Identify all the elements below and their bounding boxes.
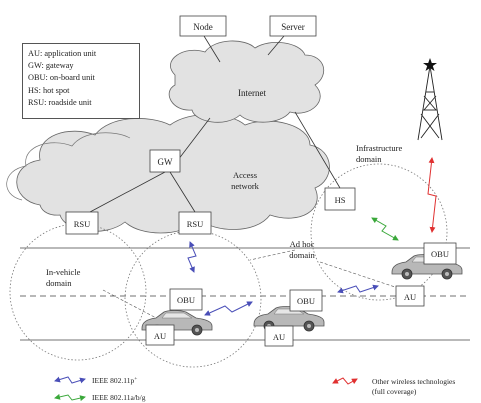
svg-text:Server: Server [281,22,305,32]
rsu-right-box: RSU [178,211,212,235]
abbreviation-au: AU: application unit [28,49,97,58]
legend-ieee80211abg: IEEE 802.11a/b/g [54,393,146,402]
invehicle-domain-label-line2: domain [46,278,72,288]
infrastructure-domain-label-line1: Infrastructure [356,143,402,153]
invehicle-domain-label-line1: In-vehicle [46,267,81,277]
adhoc-domain-label-line2: domain [289,250,315,260]
hotspot-box: HS [324,187,356,211]
obu-right-box: OBU [423,242,457,265]
abbreviation-obu: OBU: on-board unit [28,73,95,83]
internet-cloud [168,40,325,123]
network-links [89,35,341,213]
abbreviation-hs: HS: hot spot [28,85,70,95]
svg-text:AU: AU [273,332,285,342]
adhoc-domain-label-line1: Ad hoc [290,239,315,249]
access-network-cloud [6,114,330,234]
svg-text:RSU: RSU [74,219,91,229]
abbreviation-gw: GW: gateway [28,61,74,71]
au-middle-box: AU [264,325,294,347]
obu-middle-box: OBU [289,289,323,312]
svg-text:Other wireless technologies: Other wireless technologies [372,377,455,386]
access-network-label-line2: network [231,181,260,191]
legend-ieee80211p: IEEE 802.11p+ [54,376,137,385]
au-right-box: AU [395,285,425,307]
svg-text:HS: HS [335,195,346,205]
domain-leader-lines [102,249,396,321]
svg-text:(full coverage): (full coverage) [372,387,417,396]
svg-text:GW: GW [158,157,173,167]
internet-label: Internet [238,88,266,98]
server-box: Server [269,15,317,37]
ieee80211p-link-vehicle-vehicle [204,301,253,316]
access-network-label-line1: Access [233,170,257,180]
other-wireless-link-tower [427,157,437,233]
svg-text:OBU: OBU [431,249,449,259]
ieee80211abg-link-hotspot [371,217,399,241]
svg-text:Node: Node [193,22,213,32]
rsu-left-box: RSU [65,211,99,235]
infrastructure-domain-circle [310,163,448,301]
gateway-box: GW [149,149,181,173]
svg-text:IEEE 802.11p+: IEEE 802.11p+ [92,376,137,385]
svg-text:OBU: OBU [297,296,315,306]
au-left-box: AU [145,324,175,346]
infrastructure-domain-label-line2: domain [356,154,382,164]
svg-text:OBU: OBU [177,295,195,305]
antenna-tower-icon [417,58,443,141]
svg-text:AU: AU [154,331,166,341]
legend-other-wireless: Other wireless technologies (full covera… [332,377,455,396]
road [20,247,470,341]
svg-text:RSU: RSU [187,219,204,229]
ieee80211p-link-rsu-vehicle [187,241,197,273]
svg-text:AU: AU [404,292,416,302]
node-box: Node [179,15,227,37]
ieee80211p-link-vehicle-right [337,284,379,294]
abbreviation-rsu: RSU: roadside unit [28,97,92,107]
obu-left-box: OBU [169,288,203,311]
abbreviations-legend: AU: application unit GW: gateway OBU: on… [22,43,140,119]
svg-text:IEEE 802.11a/b/g: IEEE 802.11a/b/g [92,393,146,402]
